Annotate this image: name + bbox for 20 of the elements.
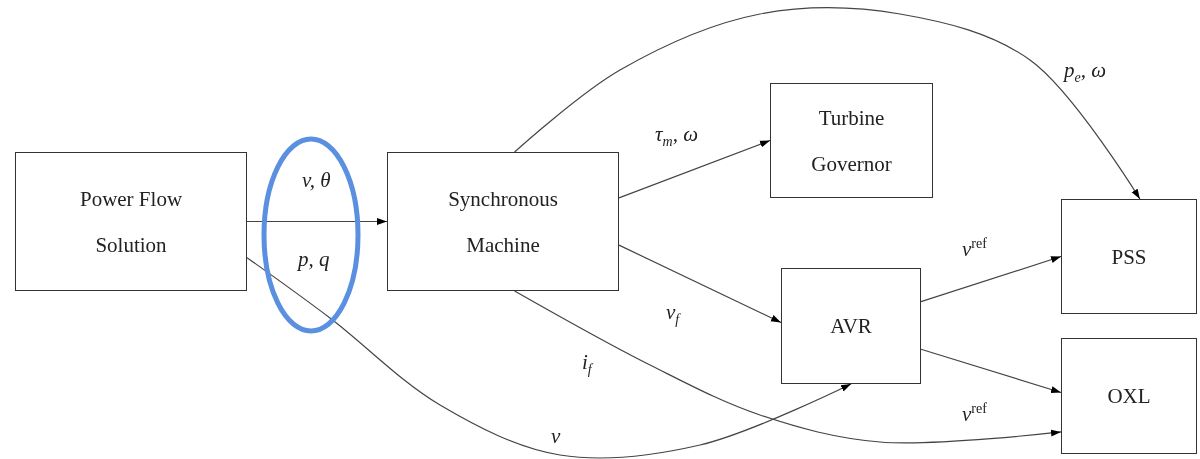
arrow [920,348,1062,394]
block-label: PSS [1110,243,1148,271]
block-label: OXL [1106,383,1152,410]
arrow [514,290,1062,444]
block-label: Synchronous Machine [447,185,559,259]
block-label: Power Flow Solution [78,185,184,259]
arrow [618,139,771,199]
block-box [770,83,933,198]
arrow [618,244,782,324]
block-box [781,268,921,384]
block-box [15,152,247,291]
arrow [246,257,852,459]
block-box [1061,199,1197,314]
arrow [920,255,1062,303]
block-label: AVR [829,313,873,340]
arrow [514,7,1141,200]
block-box [1061,338,1197,454]
arrow [246,218,388,225]
block-box [387,152,619,291]
block-label: Turbine Governor [810,104,893,178]
